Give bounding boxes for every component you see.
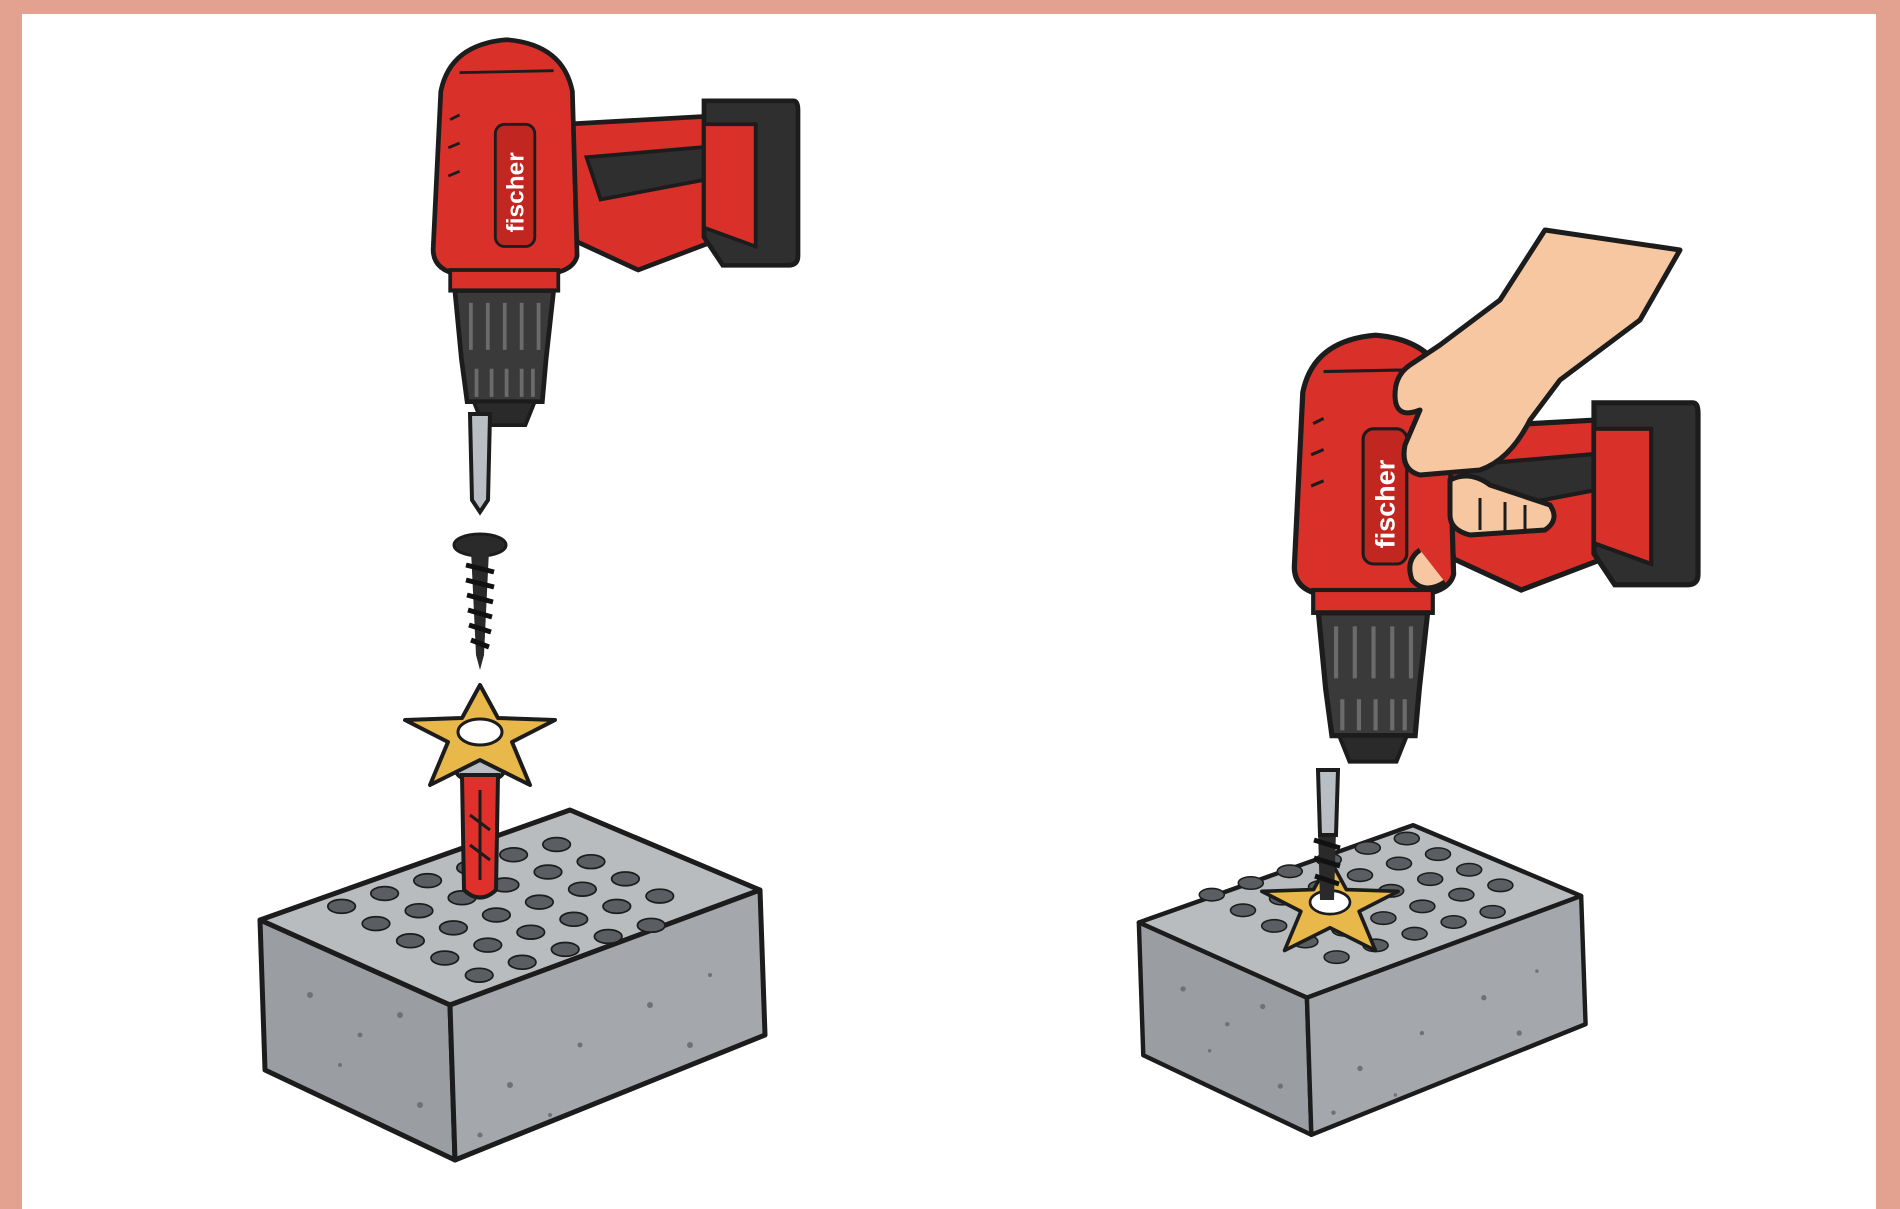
after-panel <box>1139 230 1698 1135</box>
screw-left <box>454 534 506 670</box>
brick-left <box>260 810 765 1160</box>
before-panel <box>260 40 798 1160</box>
drill-left <box>433 40 798 512</box>
wall-plug <box>456 758 504 898</box>
brick-right <box>1139 825 1586 1135</box>
